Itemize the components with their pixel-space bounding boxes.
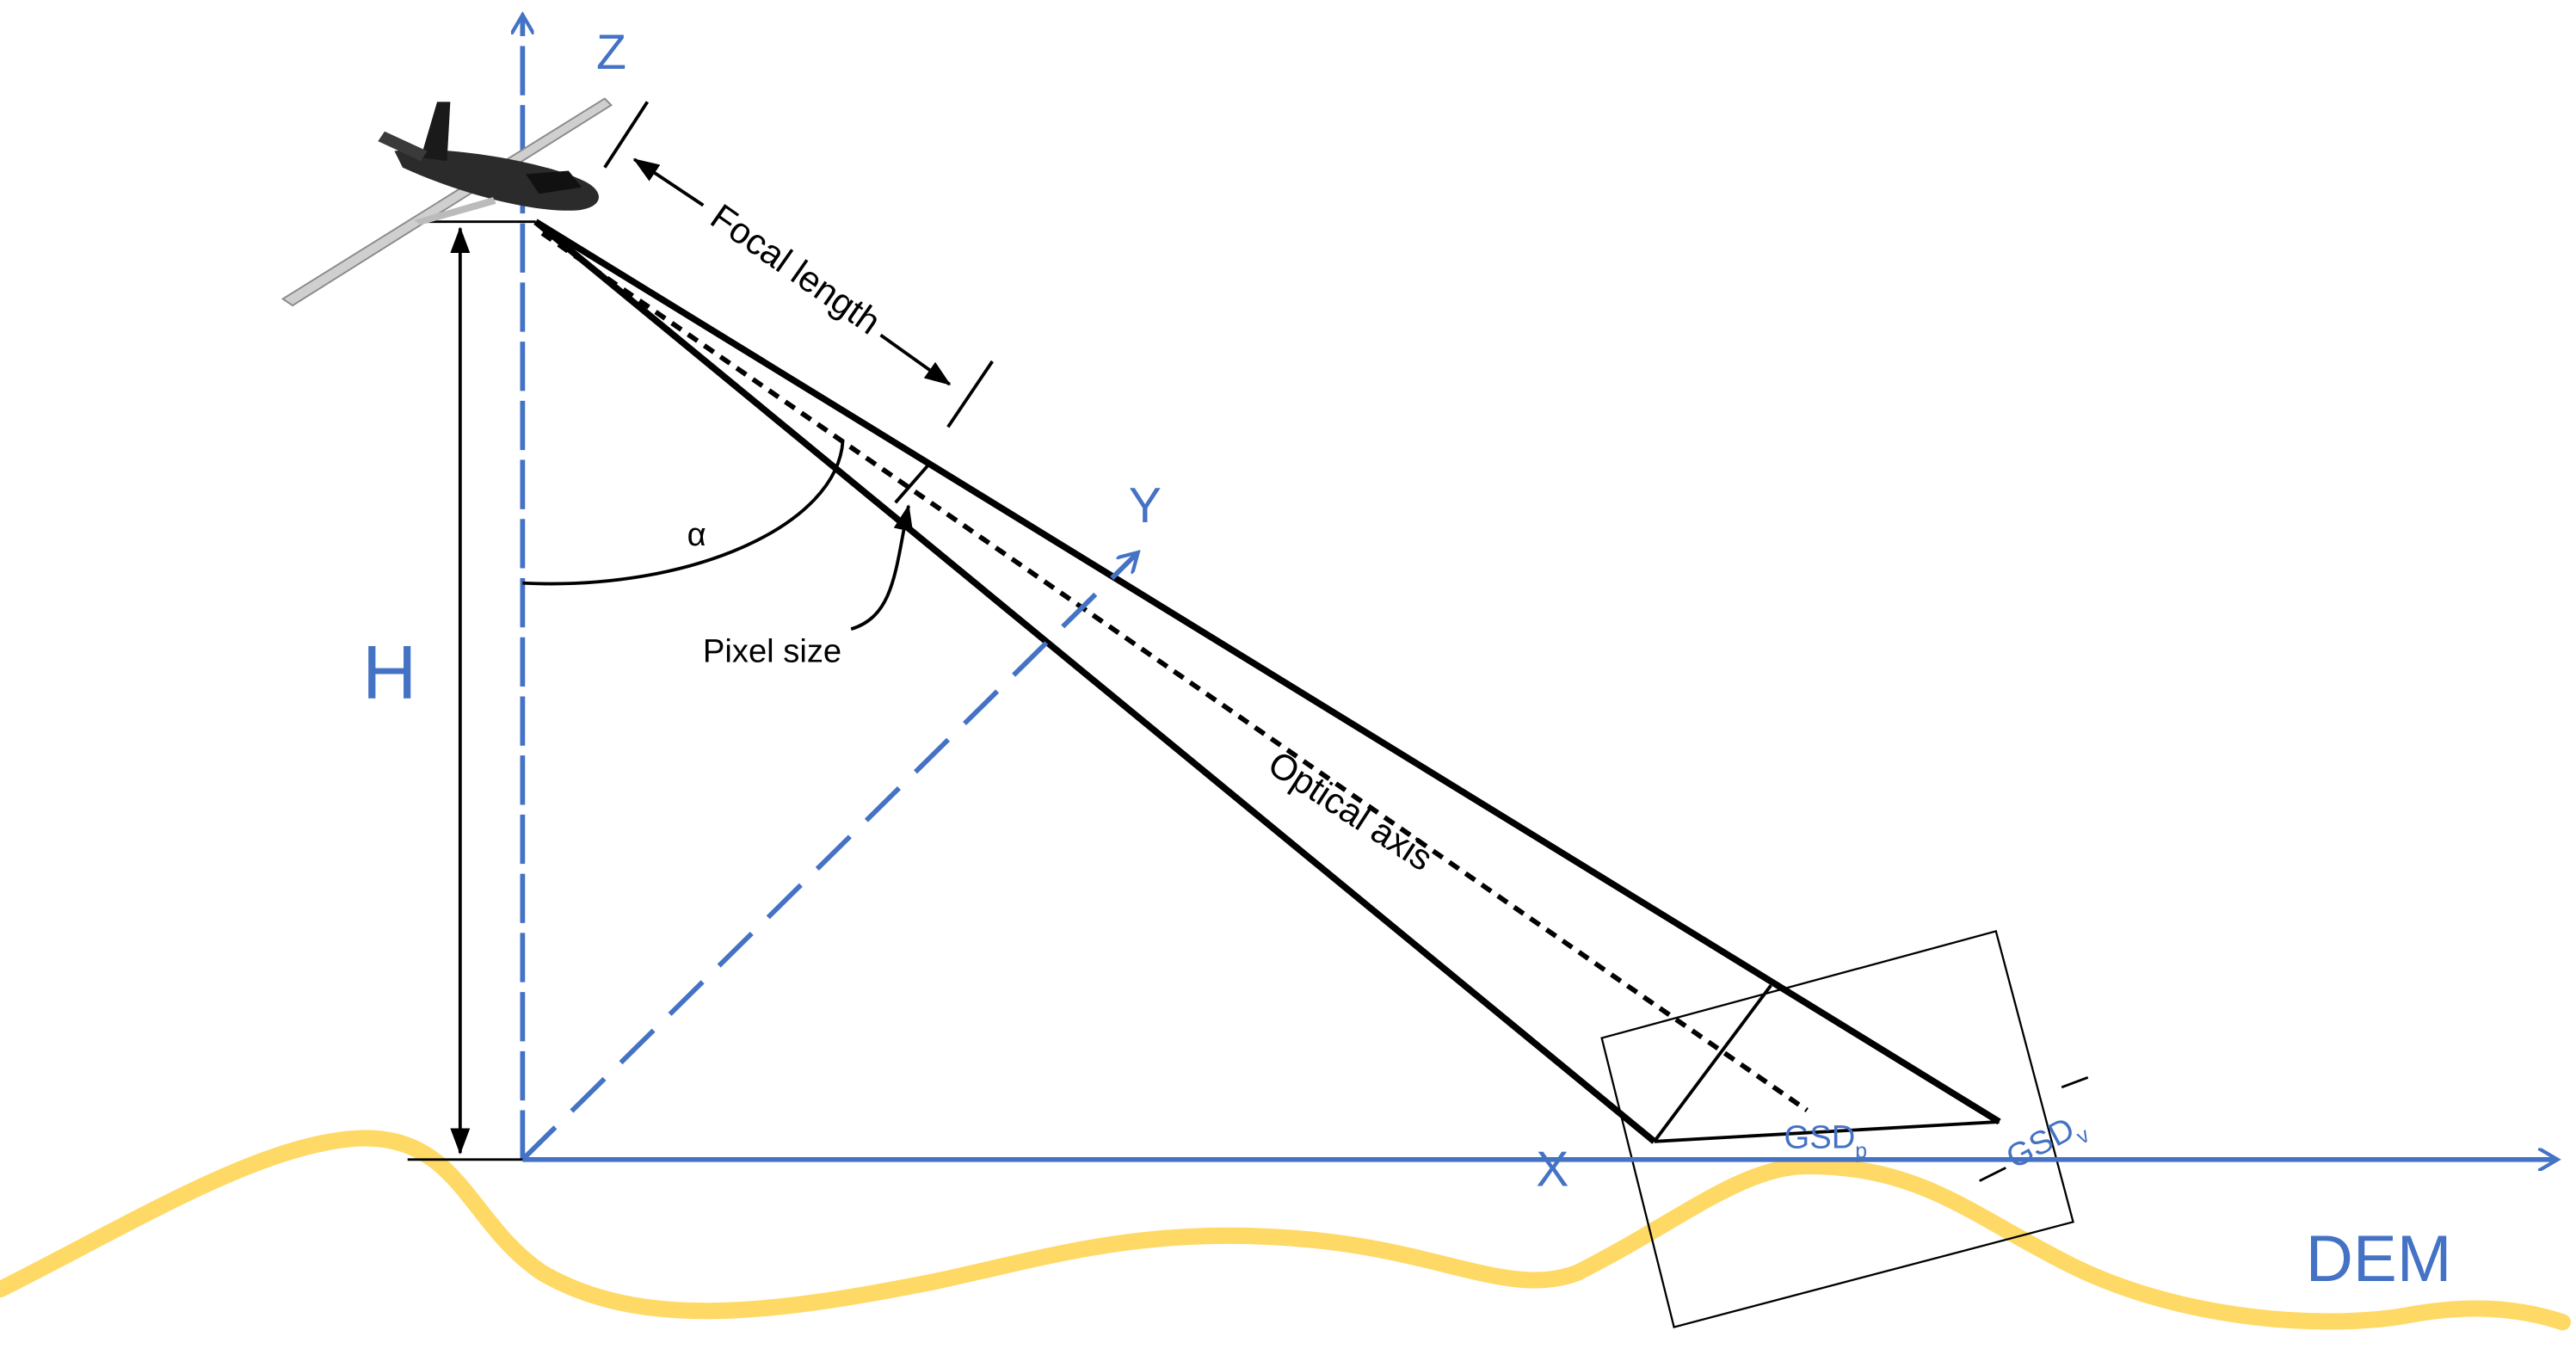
gsd-p-label: GSDp — [1784, 1118, 1868, 1162]
image-footprint-rectangle — [1600, 930, 2074, 1328]
footprint-base-line — [1654, 1120, 2000, 1143]
height-label: H — [362, 630, 416, 714]
gsd-v-label: GSDv — [2000, 1105, 2094, 1182]
optical-axis-line — [540, 231, 1809, 1112]
gsd-v-tick-right — [2061, 1076, 2089, 1089]
pixel-size-label: Pixel size — [703, 632, 841, 669]
alpha-label: α — [687, 516, 706, 553]
uav-drone-icon — [280, 97, 613, 307]
focal-length-tick-start — [603, 101, 650, 169]
pixel-size-tick — [894, 462, 932, 504]
dem-label: DEM — [2306, 1223, 2452, 1296]
z-axis-label: Z — [596, 25, 626, 80]
focal-length-arrow-right — [879, 333, 952, 386]
alpha-angle-arc — [522, 440, 845, 586]
focal-length-tick-end — [946, 360, 994, 428]
focal-length-label: Focal length — [704, 196, 888, 342]
gsd-v-tick-left — [1979, 1167, 2006, 1182]
dem-terrain-curve — [0, 1130, 2571, 1331]
y-axis-line — [521, 553, 1137, 1161]
x-axis-label: X — [1536, 1142, 1568, 1197]
focal-length-arrow-left — [632, 157, 705, 207]
view-ray-right — [533, 219, 2001, 1125]
view-ray-left — [533, 219, 1657, 1144]
y-axis-label: Y — [1129, 478, 1162, 533]
footprint-cross-line — [1653, 984, 1772, 1143]
pixel-size-pointer — [850, 504, 914, 631]
